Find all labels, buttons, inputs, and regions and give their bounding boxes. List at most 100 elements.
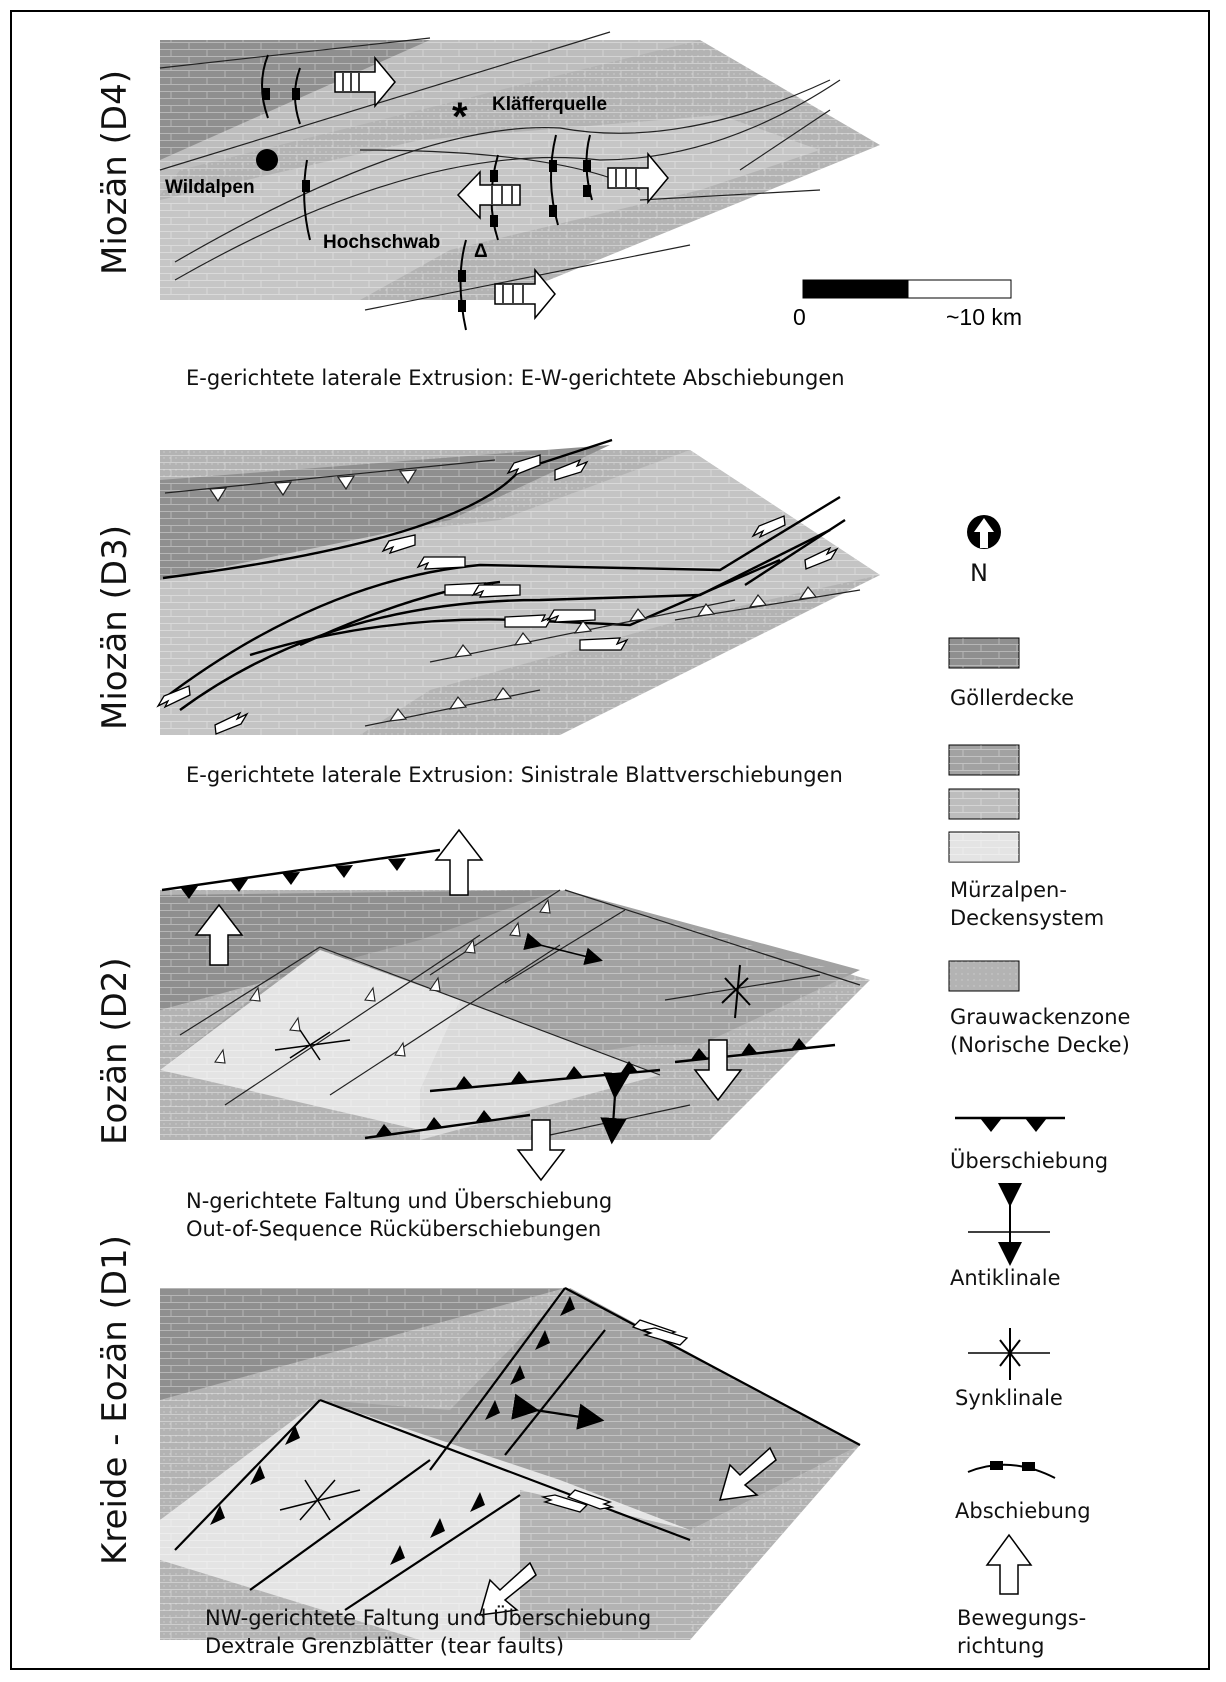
thrust-symbol-icon: [955, 1116, 1065, 1132]
extension-arrow-west: [456, 170, 521, 220]
shear-arrow: [506, 454, 541, 477]
syncline-mark: [721, 964, 751, 1019]
shear-arrow: [416, 556, 466, 570]
panel-label-d4: Miozän (D4): [95, 70, 135, 275]
shear-arrow: [546, 609, 596, 623]
d2-thrust-teeth: [180, 858, 808, 1137]
panel-label-d1: Kreide - Eozän (D1): [95, 1235, 135, 1565]
caption-d2-line2: Out-of-Sequence Rücküberschiebungen: [186, 1217, 602, 1241]
shear-arrow: [381, 534, 416, 555]
extension-arrow-east: [607, 151, 669, 205]
d1-fold-symbols: [279, 1393, 605, 1521]
d2-brick-texture: [160, 890, 870, 1140]
d4-brick-texture: [160, 40, 880, 300]
extension-arrow-east: [334, 55, 396, 109]
shear-arrow: [214, 711, 249, 735]
d1-shear-arrows: [540, 1319, 689, 1513]
d3-strike-slip-faults: [161, 438, 846, 711]
structure-line: [329, 944, 561, 1096]
legend-grauwacken-line2: (Norische Decke): [950, 1033, 1130, 1057]
d4-fault-line: [174, 79, 841, 281]
thrust-line: [164, 459, 496, 494]
syncline-mark: [279, 1479, 361, 1521]
d1-thrust-faults: [174, 1287, 861, 1611]
strike-slip-fault: [161, 495, 841, 701]
panel-d4: * Kläfferquelle Wildalpen Hochschwab Δ 0…: [159, 31, 1022, 331]
d4-fault-line: [639, 189, 821, 201]
shear-arrow: [156, 685, 191, 709]
shear-arrow: [579, 637, 629, 651]
label-klafferquelle: Kläfferquelle: [492, 94, 607, 115]
shear-arrow: [640, 1327, 689, 1346]
d4-fault-ticks: [262, 88, 591, 312]
wildalpen-dot: [256, 149, 278, 171]
strike-slip-fault: [744, 518, 846, 587]
d3-shear-arrows: [156, 454, 839, 735]
d4-fault-line: [739, 109, 831, 171]
structure-line: [319, 946, 661, 1076]
structure-line: [179, 946, 321, 1036]
d4-fault-line: [159, 37, 431, 69]
shear-arrow: [751, 515, 786, 539]
north-arrow-icon: [967, 515, 1001, 549]
shear-arrow: [540, 1494, 589, 1513]
strike-slip-fault: [179, 528, 831, 711]
structure-line: [664, 974, 821, 1001]
syncline-axis: [274, 1029, 351, 1061]
d1-brick-texture: [160, 1288, 860, 1640]
thrust-line: [504, 1329, 606, 1456]
thrust-line: [161, 848, 441, 892]
d4-fault-line: [174, 79, 831, 263]
figure-frame: [10, 10, 1210, 1670]
shear-arrow: [554, 458, 589, 481]
caption-d4: E-gerichtete laterale Extrusion: E-W-ger…: [186, 366, 845, 390]
structure-line: [564, 889, 861, 986]
normal-fault-symbol-icon: [967, 1461, 1056, 1479]
movement-arrow: [718, 1446, 777, 1501]
legend-goellerdecke: Göllerdecke: [950, 686, 1075, 710]
anticline-symbol-icon: [968, 1183, 1050, 1266]
shear-arrow: [804, 546, 839, 570]
legend-syncline: Synklinale: [955, 1386, 1063, 1410]
panel-d2: [160, 828, 870, 1182]
movement-arrow: [478, 1561, 537, 1616]
anticline-open: [523, 932, 603, 966]
thrust-line: [344, 1494, 521, 1611]
scale-start: 0: [793, 304, 806, 330]
panel-d3: [156, 438, 880, 735]
d2-movement-arrows: [194, 828, 743, 1182]
spring-symbol: *: [452, 95, 468, 139]
panel-d1: [160, 1287, 861, 1640]
d1-movement-arrows: [478, 1446, 777, 1616]
legend-thrust: Überschiebung: [950, 1149, 1109, 1173]
caption-d2-line1: N-gerichtete Faltung und Überschiebung: [186, 1189, 613, 1213]
scale-bar: 0 ~10 km: [793, 279, 1022, 330]
thrust-line: [249, 1459, 431, 1591]
d1-thrust-teeth: [210, 1296, 575, 1565]
caption-d3: E-gerichtete laterale Extrusion: Sinistr…: [186, 763, 843, 787]
legend-movement-line2: richtung: [957, 1634, 1045, 1658]
movement-arrow: [434, 828, 484, 896]
label-hochschwab: Hochschwab: [323, 232, 440, 253]
extension-arrow-east: [494, 267, 556, 321]
legend-muerzalpen-line1: Mürzalpen-: [950, 878, 1067, 902]
movement-arrow: [516, 1119, 566, 1182]
panel-label-d2: Eozän (D2): [95, 957, 135, 1145]
legend-muerzalpen-line2: Deckensystem: [950, 906, 1105, 930]
panel-label-d3: Miozän (D3): [95, 525, 135, 730]
movement-arrow-icon: [985, 1533, 1033, 1595]
normal-fault-mark: [303, 159, 311, 241]
d4-fault-line: [364, 244, 691, 311]
movement-arrow: [693, 1039, 743, 1102]
normal-fault-mark: [261, 54, 269, 119]
tear-fault: [319, 1398, 691, 1542]
scale-end: ~10 km: [946, 304, 1022, 330]
structure-line: [224, 934, 481, 1106]
caption-d1-line1: NW-gerichtete Faltung und Überschiebung: [205, 1606, 652, 1630]
shear-arrow: [566, 1489, 615, 1510]
d3-thrust-teeth: [208, 469, 818, 722]
label-wildalpen: Wildalpen: [165, 177, 255, 198]
d4-extension-arrows: [334, 55, 669, 321]
anticline-mark: [511, 1393, 605, 1430]
